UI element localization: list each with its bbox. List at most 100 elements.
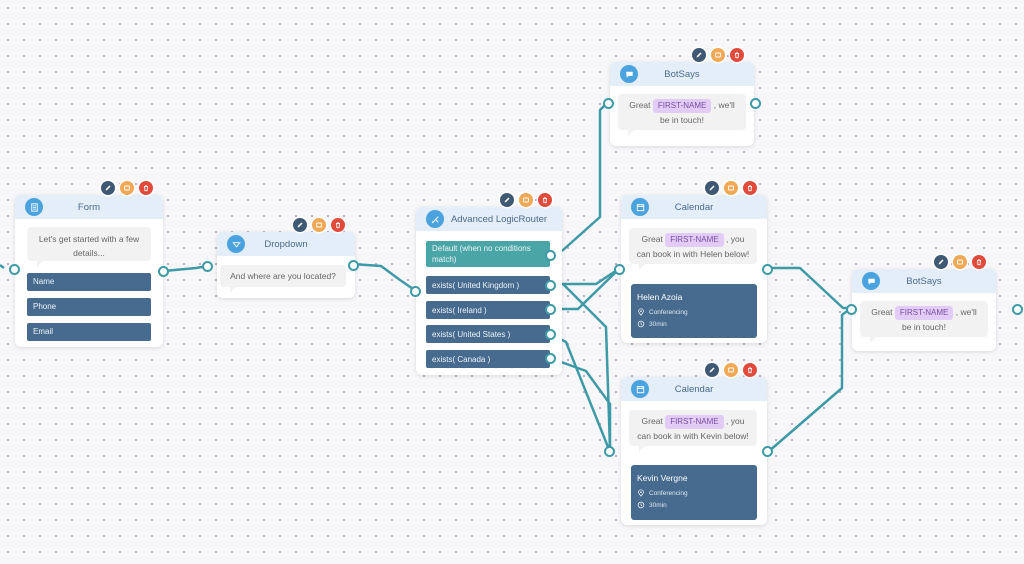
node-header: Dropdown [217,232,355,256]
booking-card[interactable]: Kevin Vergne Conferencing 30min [631,465,757,520]
rule-canada[interactable]: exists( Canada ) [426,350,550,368]
delete-icon[interactable] [538,193,552,207]
rule-label: exists( Canada ) [432,354,491,364]
input-port[interactable] [9,264,20,275]
delete-icon[interactable] [730,48,744,62]
output-port[interactable] [750,98,761,109]
calendar-icon [631,380,649,398]
message-text: And where are you located? [230,271,336,281]
variable-chip: FIRST-NAME [652,99,712,113]
rule-label: exists( United Kingdom ) [432,280,520,290]
calendar-node[interactable]: Calendar Great FIRST-NAME , you can book… [621,181,767,343]
delete-icon[interactable] [331,218,345,232]
host-name: Helen Azoia [637,292,683,302]
rule-united-states[interactable]: exists( United States ) [426,325,550,343]
dropdown-node[interactable]: Dropdown And where are you located? [217,218,355,298]
clock-icon [637,501,645,509]
note-icon[interactable] [519,193,533,207]
delete-icon[interactable] [139,181,153,195]
edit-icon[interactable] [101,181,115,195]
connector-line [351,262,417,293]
message-prefix: Great [641,416,663,426]
duration-row: 30min [637,501,751,509]
edit-icon[interactable] [705,181,719,195]
output-port[interactable] [158,266,169,277]
node-actions [500,193,552,207]
output-port[interactable] [348,260,359,271]
output-port[interactable] [1012,304,1023,315]
edit-icon[interactable] [934,255,948,269]
input-port[interactable] [410,286,421,297]
output-port[interactable] [762,264,773,275]
message-text: Let's get started with a few details... [38,234,140,258]
delete-icon[interactable] [743,363,757,377]
message-suffix: , you can book in with Kevin below! [637,416,749,441]
note-icon[interactable] [120,181,134,195]
input-port[interactable] [603,98,614,109]
botsays-node[interactable]: BotSays Great FIRST-NAME , we'll be in t… [610,48,754,146]
edit-icon[interactable] [705,363,719,377]
message-prefix: Great [871,307,893,317]
variable-chip: FIRST-NAME [665,233,724,247]
host-name: Kevin Vergne [637,473,688,483]
message-prefix: Great [641,234,663,244]
node-title: Advanced LogicRouter [450,213,548,225]
output-port[interactable] [545,353,556,364]
node-actions [293,218,345,232]
connector-line [549,356,612,452]
node-header: BotSays [852,269,996,293]
message-bubble: Great FIRST-NAME , we'll be in touch! [860,301,988,343]
note-icon[interactable] [724,363,738,377]
botsays-node[interactable]: BotSays Great FIRST-NAME , we'll be in t… [852,255,996,351]
field-name[interactable]: Name [27,273,151,291]
rule-label: exists( United States ) [432,329,511,339]
variable-chip: FIRST-NAME [894,306,954,320]
edit-icon[interactable] [293,218,307,232]
message-suffix: , we'll be in touch! [660,100,735,125]
duration-text: 30min [649,320,667,328]
location-text: Conferencing [649,489,688,497]
calendar-node[interactable]: Calendar Great FIRST-NAME , you can book… [621,363,767,525]
rule-ireland[interactable]: exists( Ireland ) [426,301,550,319]
logic-router-node[interactable]: Advanced LogicRouter Default (when no co… [416,193,562,375]
edit-icon[interactable] [500,193,514,207]
connector-line [768,266,851,310]
input-port[interactable] [614,264,625,275]
node-actions [934,255,986,269]
output-port[interactable] [545,304,556,315]
output-port[interactable] [545,280,556,291]
rule-united-kingdom[interactable]: exists( United Kingdom ) [426,276,550,294]
note-icon[interactable] [953,255,967,269]
output-port[interactable] [762,446,773,457]
node-header: Form [15,195,163,219]
rule-label: Default (when no conditions match) [432,244,531,264]
note-icon[interactable] [711,48,725,62]
booking-card[interactable]: Helen Azoia Conferencing 30min [631,284,757,338]
node-header: BotSays [610,62,754,86]
input-port[interactable] [846,304,857,315]
location-icon [638,489,644,497]
note-icon[interactable] [312,218,326,232]
location-icon [638,308,644,316]
connector-line [0,264,5,269]
edit-icon[interactable] [692,48,706,62]
node-title: Dropdown [264,238,308,250]
field-phone[interactable]: Phone [27,298,151,316]
field-email[interactable]: Email [27,323,151,341]
delete-icon[interactable] [743,181,757,195]
output-port[interactable] [545,250,556,261]
chat-icon [620,65,638,83]
calendar-icon [631,198,649,216]
rule-default[interactable]: Default (when no conditions match) [426,241,550,267]
note-icon[interactable] [724,181,738,195]
location-row: Conferencing [637,489,751,497]
message-suffix: , we'll be in touch! [902,307,977,332]
input-port[interactable] [202,261,213,272]
dropdown-icon [227,235,245,253]
form-node[interactable]: Form Let's get started with a few detail… [15,181,163,347]
output-port[interactable] [545,329,556,340]
message-bubble: Great FIRST-NAME , you can book in with … [629,228,757,270]
input-port[interactable] [604,446,615,457]
delete-icon[interactable] [972,255,986,269]
message-bubble: Let's get started with a few details... [27,227,151,267]
